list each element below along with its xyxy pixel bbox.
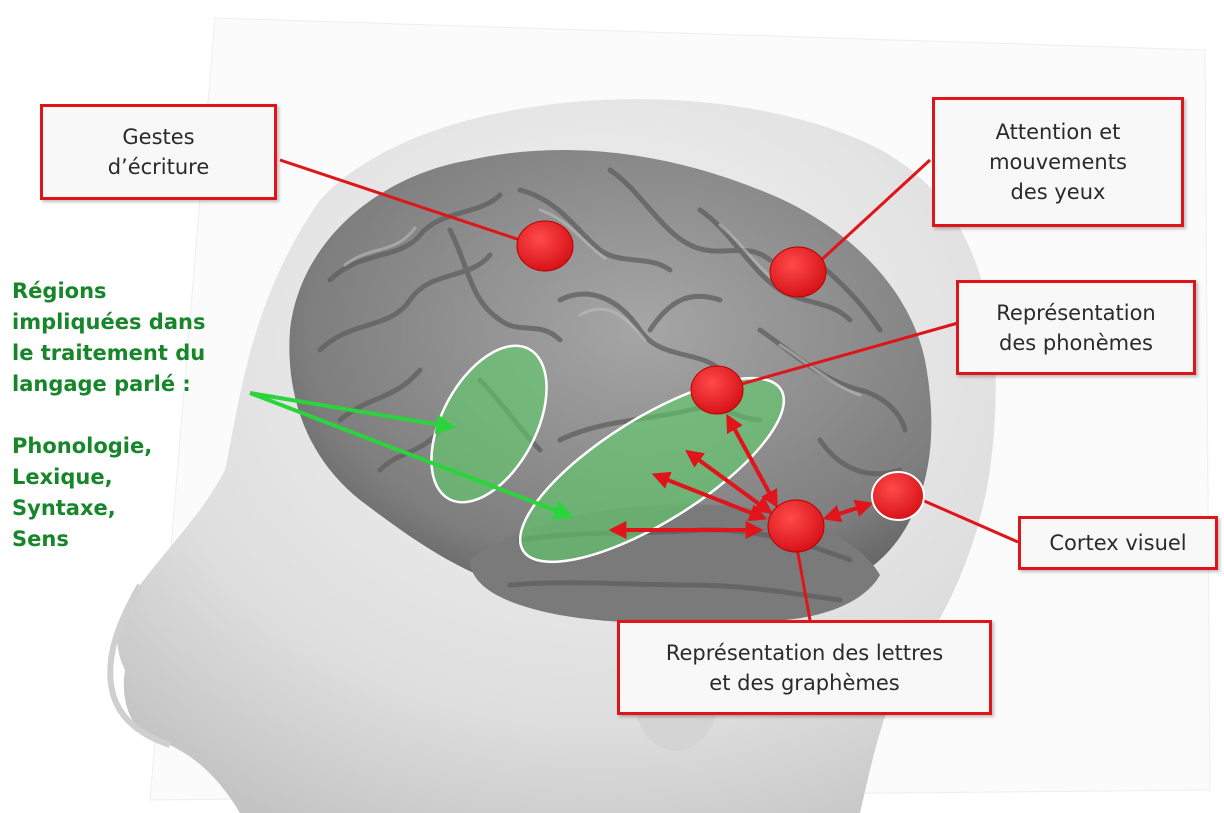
label-text: des yeux [989,177,1127,207]
label-visual-cortex: Cortex visuel [1018,516,1218,570]
annotation-heading-line: impliquées dans [12,307,247,338]
marker-letters-graphemes [768,500,824,552]
annotation-heading-line: langage parlé : [12,369,247,400]
marker-eye-attention [770,247,826,297]
label-phonemes: Représentation des phonèmes [956,280,1196,375]
annotation-component: Lexique, [12,462,247,493]
label-text: Représentation des lettres [666,638,943,668]
label-text: Représentation [996,298,1156,328]
label-text: Attention et [989,117,1127,147]
marker-phonemes [691,366,743,414]
label-text: et des graphèmes [666,668,943,698]
marker-writing-gestures [517,221,573,271]
label-text: d’écriture [108,152,210,182]
annotation-heading-line: Régions [12,276,247,307]
label-eye-attention: Attention et mouvements des yeux [932,97,1184,227]
label-writing-gestures: Gestes d’écriture [40,104,277,200]
annotation-component: Sens [12,524,247,555]
label-text: mouvements [989,147,1127,177]
annotation-heading-line: le traitement du [12,338,247,369]
annotation-spacer [12,400,247,431]
annotation-component: Phonologie, [12,431,247,462]
label-text: Cortex visuel [1049,528,1186,558]
marker-visual-cortex [872,472,924,520]
annotation-component: Syntaxe, [12,493,247,524]
label-letters-graphemes: Représentation des lettres et des graphè… [617,620,992,715]
label-text: Gestes [108,122,210,152]
spoken-language-annotation: Régions impliquées dans le traitement du… [12,276,247,555]
label-text: des phonèmes [996,328,1156,358]
